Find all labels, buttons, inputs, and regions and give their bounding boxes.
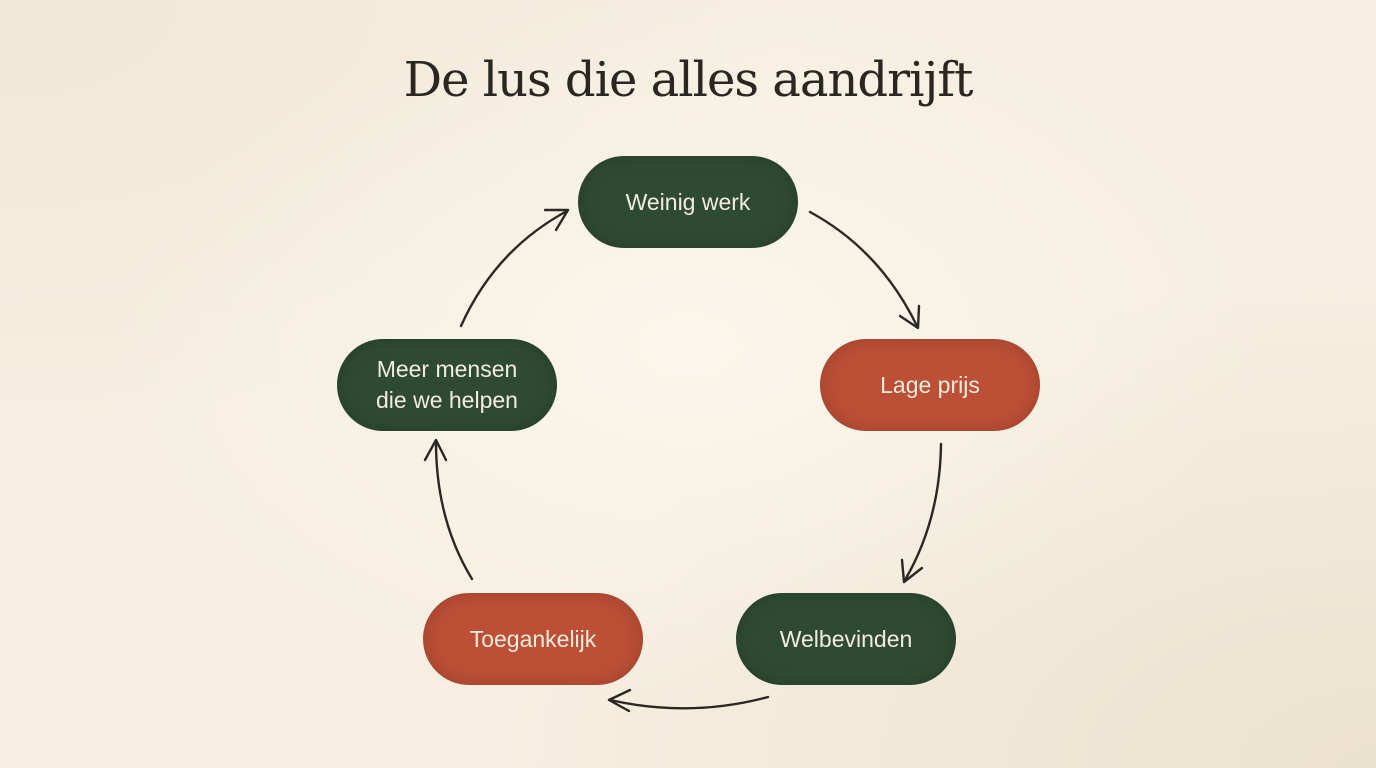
node-lage-prijs: Lage prijs	[820, 339, 1040, 431]
node-label-line-1: Meer mensen	[376, 356, 518, 382]
node-meer-mensen: Meer mensen die we helpen	[337, 339, 557, 431]
node-label: Lage prijs	[880, 371, 980, 398]
node-toegankelijk: Toegankelijk	[423, 593, 643, 685]
node-label-line-2: die we helpen	[376, 387, 518, 413]
node-weinig-werk: Weinig werk	[578, 156, 798, 248]
arrow-weinig-werk-to-lage-prijs	[808, 210, 921, 330]
node-label: Toegankelijk	[469, 625, 597, 652]
node-label: Welbevinden	[779, 625, 913, 652]
node-welbevinden: Welbevinden	[736, 593, 956, 685]
diagram-title: De lus die alles aandrijft	[403, 52, 974, 108]
arrow-welbevinden-to-toegankelijk	[607, 688, 770, 713]
arrow-toegankelijk-to-meer-mensen	[423, 438, 474, 581]
node-label: Weinig werk	[625, 188, 751, 215]
arrow-meer-mensen-to-weinig-werk	[459, 208, 570, 328]
arrow-lage-prijs-to-welbevinden	[900, 442, 943, 584]
